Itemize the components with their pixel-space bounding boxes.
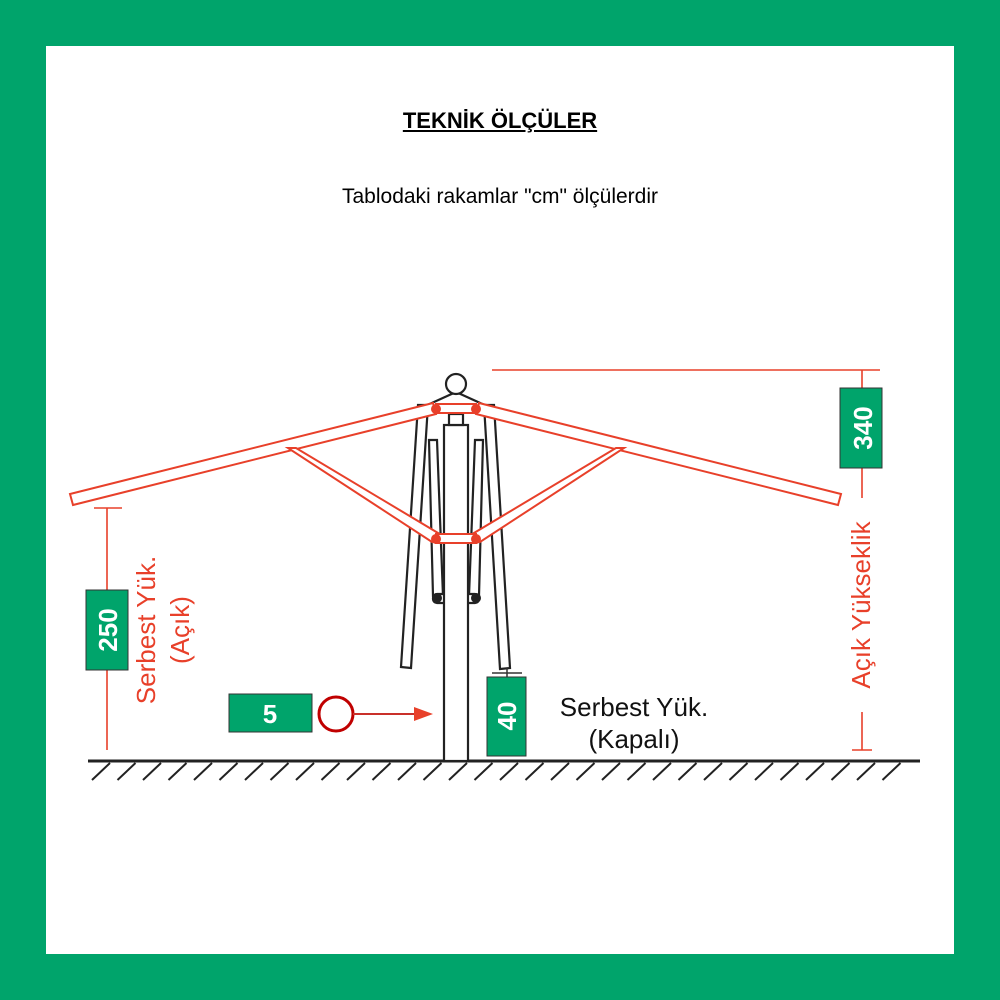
arrow-head-icon xyxy=(414,707,433,721)
hatch-line xyxy=(371,762,392,781)
joint-dots-red xyxy=(431,404,481,544)
clearance-closed-tick xyxy=(492,668,522,677)
hatch-line xyxy=(830,762,851,781)
page-title: TEKNİK ÖLÇÜLER xyxy=(402,108,598,133)
clearance-closed-label-1: Serbest Yük. xyxy=(560,692,708,722)
clearance-open-label-1: Serbest Yük. xyxy=(131,556,161,704)
hatch-line xyxy=(218,762,239,781)
clearance-open-value: 250 xyxy=(93,608,123,651)
hatch-line xyxy=(881,762,902,781)
hatch-line xyxy=(575,762,596,781)
open-height-dimension xyxy=(492,369,880,751)
hatch-line xyxy=(601,762,621,781)
hatch-line xyxy=(167,762,188,781)
ground-hatch xyxy=(91,762,902,781)
hatch-line xyxy=(524,762,545,781)
hatch-line xyxy=(626,762,647,781)
hatch-line xyxy=(677,762,698,781)
hatch-line xyxy=(779,762,800,781)
pole-section-circle-icon xyxy=(317,695,355,733)
hatch-line xyxy=(499,762,519,781)
subtitle: Tablodaki rakamlar "cm" ölçülerdir xyxy=(341,185,658,208)
hatch-line xyxy=(754,762,774,781)
clearance-open-label-2: (Açık) xyxy=(165,596,195,664)
hatch-line xyxy=(856,762,876,781)
hatch-line xyxy=(91,762,111,781)
hatch-line xyxy=(422,762,443,781)
joint-dot xyxy=(432,593,442,603)
hatch-line xyxy=(473,762,494,781)
hatch-line xyxy=(193,762,213,781)
pole xyxy=(422,372,490,763)
hatch-line xyxy=(244,762,264,781)
hatch-line xyxy=(295,762,315,781)
hatch-line xyxy=(116,762,137,781)
hatch-line xyxy=(269,762,290,781)
joint-dot xyxy=(471,593,481,603)
hatch-line xyxy=(703,762,723,781)
clearance-closed-label-2: (Kapalı) xyxy=(588,724,679,754)
open-height-label: Açık Yükseklik xyxy=(846,520,876,688)
open-height-box xyxy=(839,387,883,469)
clearance-open-box xyxy=(85,589,129,671)
clearance-closed-value: 40 xyxy=(492,702,522,731)
hatch-line xyxy=(320,762,341,781)
pole-size-value: 5 xyxy=(263,699,277,729)
hatch-line xyxy=(652,762,672,781)
hatch-line xyxy=(728,762,749,781)
hatch-line xyxy=(550,762,570,781)
clearance-closed-box xyxy=(486,676,527,757)
open-height-value: 340 xyxy=(848,406,878,449)
hatch-line xyxy=(346,762,366,781)
hatch-line xyxy=(397,762,417,781)
pole-size-box xyxy=(228,693,313,733)
hatch-line xyxy=(448,762,468,781)
clearance-open-dimension xyxy=(94,507,122,750)
open-canopy xyxy=(68,401,843,544)
hatch-line xyxy=(142,762,162,781)
hatch-line xyxy=(805,762,825,781)
